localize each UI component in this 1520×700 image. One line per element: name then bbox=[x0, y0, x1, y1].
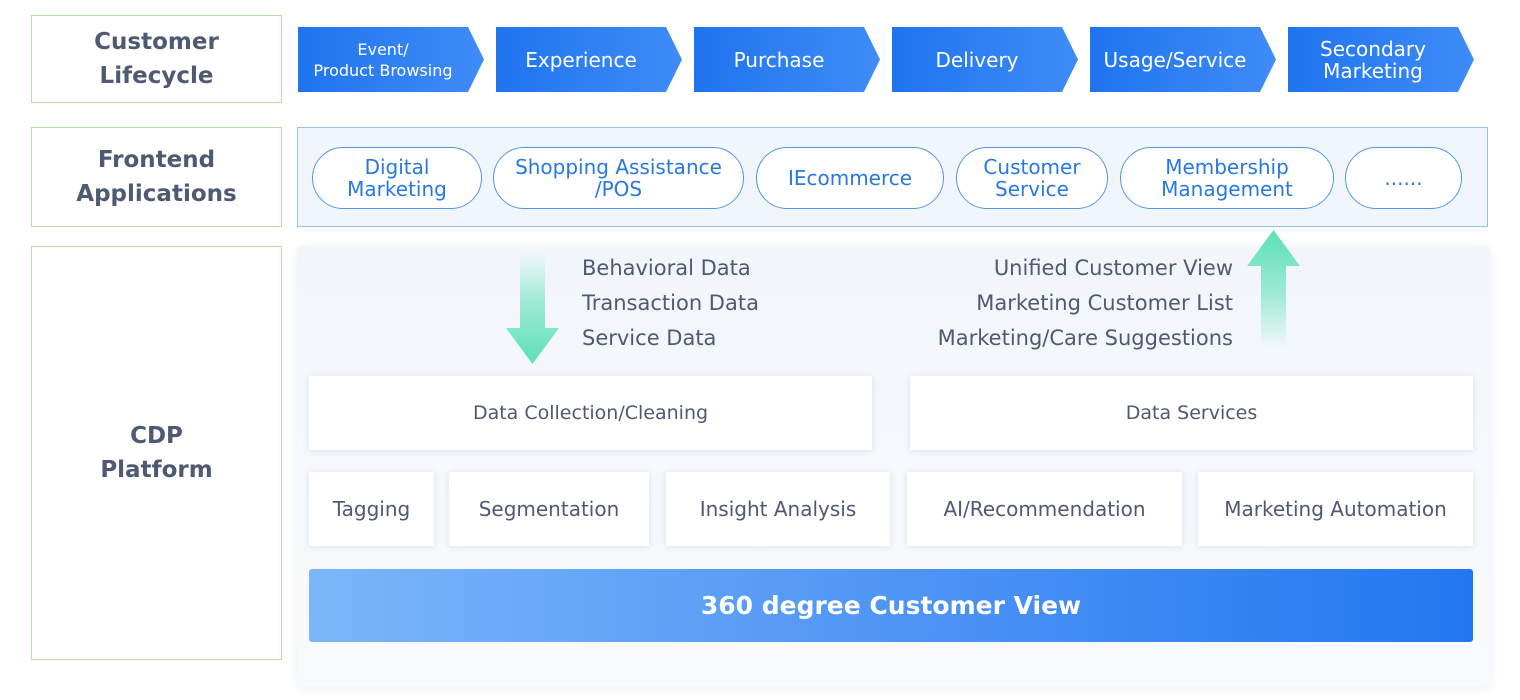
data-in-transaction: Transaction Data bbox=[582, 291, 759, 315]
lifecycle-stage-delivery: Delivery bbox=[892, 27, 1078, 92]
data-in-behavioral: Behavioral Data bbox=[582, 256, 751, 280]
data-out-unified-view: Unified Customer View bbox=[993, 256, 1233, 280]
app-more: ...... bbox=[1345, 147, 1462, 209]
row-label-text: CDP Platform bbox=[100, 423, 213, 483]
card-data-services: Data Services bbox=[910, 376, 1473, 450]
row-label-customer-lifecycle: Customer Lifecycle bbox=[31, 15, 282, 103]
lifecycle-stage-usage-service: Usage/Service bbox=[1090, 27, 1276, 92]
app-membership-management: Membership Management bbox=[1120, 147, 1334, 209]
row-label-cdp-platform: CDP Platform bbox=[31, 246, 282, 660]
card-segmentation: Segmentation bbox=[449, 472, 649, 546]
row-label-text: Customer Lifecycle bbox=[94, 29, 219, 89]
customer-view-360-bar: 360 degree Customer View bbox=[309, 569, 1473, 642]
app-shopping-assistance-pos: Shopping Assistance /POS bbox=[493, 147, 744, 209]
arrow-up-icon bbox=[1247, 230, 1300, 348]
card-ai-recommendation: AI/Recommendation bbox=[907, 472, 1182, 546]
app-digital-marketing: Digital Marketing bbox=[312, 147, 482, 209]
data-out-list: Unified Customer View Marketing Customer… bbox=[938, 251, 1233, 356]
card-data-collection-cleaning: Data Collection/Cleaning bbox=[309, 376, 872, 450]
lifecycle-stage-purchase: Purchase bbox=[694, 27, 880, 92]
app-iecommerce: IEcommerce bbox=[756, 147, 944, 209]
arrow-down-icon bbox=[506, 252, 559, 364]
data-in-list: Behavioral Data Transaction Data Service… bbox=[582, 251, 759, 356]
card-tagging: Tagging bbox=[309, 472, 434, 546]
data-out-suggestions: Marketing/Care Suggestions bbox=[937, 326, 1233, 350]
lifecycle-stage-experience: Experience bbox=[496, 27, 682, 92]
lifecycle-stage-secondary-marketing: Secondary Marketing bbox=[1288, 27, 1474, 92]
row-label-frontend-applications: Frontend Applications bbox=[31, 127, 282, 227]
row-label-text: Frontend Applications bbox=[76, 147, 237, 207]
app-customer-service: Customer Service bbox=[956, 147, 1108, 209]
lifecycle-stage-browsing: Event/ Product Browsing bbox=[298, 27, 484, 92]
card-marketing-automation: Marketing Automation bbox=[1198, 472, 1473, 546]
card-insight-analysis: Insight Analysis bbox=[666, 472, 890, 546]
data-in-service: Service Data bbox=[582, 326, 717, 350]
data-out-customer-list: Marketing Customer List bbox=[976, 291, 1233, 315]
